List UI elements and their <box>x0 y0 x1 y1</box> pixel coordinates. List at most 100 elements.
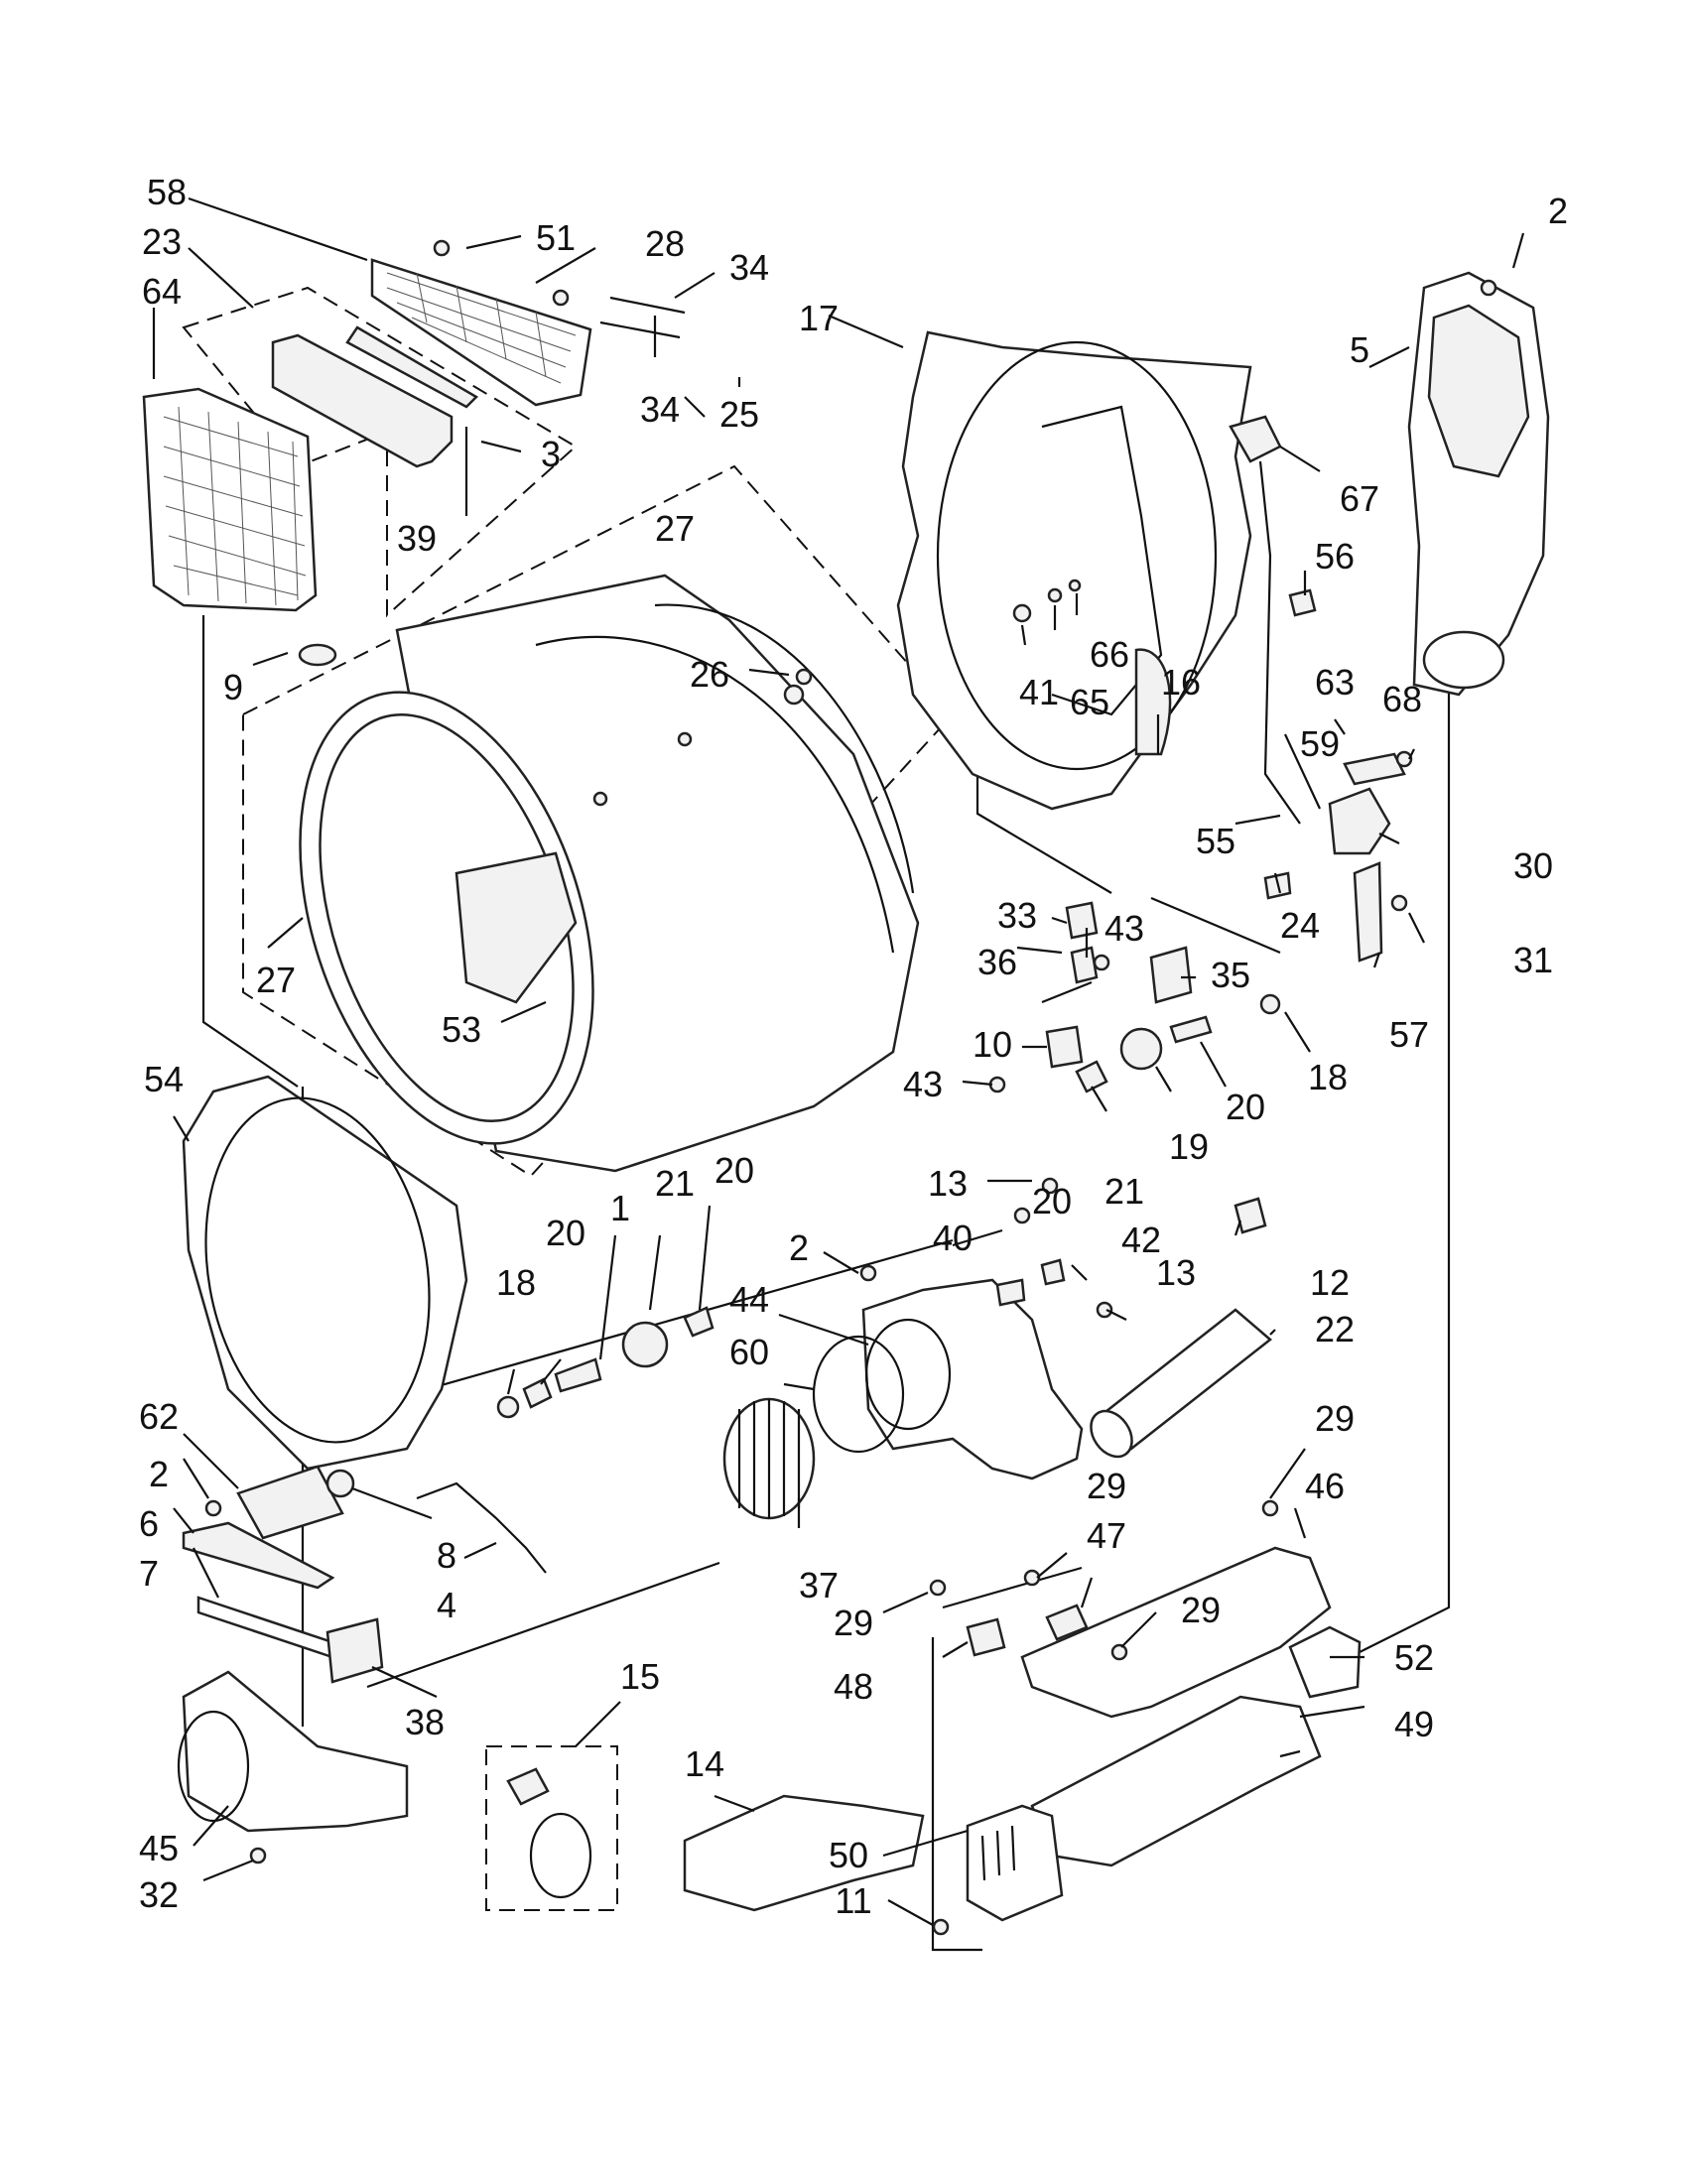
callout-4: 4 <box>437 1585 456 1625</box>
exhaust-duct-part <box>1090 1308 1272 1459</box>
bracket-part <box>182 1521 335 1590</box>
callout-43-bottom: 43 <box>903 1064 943 1104</box>
callout-12: 12 <box>1310 1262 1350 1303</box>
callout-labels: 58 23 64 51 28 34 34 3 39 25 27 9 26 27 … <box>139 172 1568 1921</box>
rear-bulkhead-part <box>896 330 1252 811</box>
screw-part <box>932 1918 950 1936</box>
callout-24: 24 <box>1280 905 1320 946</box>
callout-48: 48 <box>834 1666 873 1707</box>
shaft-part <box>554 1357 602 1393</box>
drum-part <box>299 574 920 1173</box>
callout-17: 17 <box>799 298 839 338</box>
lint-duct-cover-part <box>271 325 479 468</box>
callout-44: 44 <box>729 1279 769 1320</box>
callout-32: 32 <box>139 1874 179 1915</box>
callout-55: 55 <box>1196 821 1235 861</box>
callout-18-left: 18 <box>496 1262 536 1303</box>
callout-39: 39 <box>397 518 437 559</box>
roller-part <box>621 1321 669 1368</box>
callout-54: 54 <box>144 1059 184 1099</box>
callout-14: 14 <box>685 1743 724 1784</box>
screw-part <box>795 668 813 686</box>
screw-part <box>1110 1643 1128 1661</box>
callout-49: 49 <box>1394 1704 1434 1744</box>
callout-29-middle: 29 <box>1087 1466 1126 1506</box>
callout-66: 66 <box>1090 634 1129 675</box>
callout-10: 10 <box>973 1024 1012 1065</box>
callout-21-right: 21 <box>1104 1171 1144 1212</box>
callout-68: 68 <box>1382 679 1422 719</box>
clip-part <box>1234 1197 1267 1234</box>
callout-8: 8 <box>437 1535 456 1576</box>
callout-13-middle: 13 <box>1156 1252 1196 1293</box>
blower-housing-part <box>861 1278 1084 1480</box>
screw-part <box>1012 603 1032 623</box>
washer-part <box>1068 578 1082 592</box>
callout-37: 37 <box>799 1565 839 1606</box>
grommet-part <box>298 643 337 667</box>
screw-part <box>1395 750 1413 768</box>
callout-22: 22 <box>1315 1309 1355 1349</box>
screw-part <box>1390 894 1408 912</box>
plate-part <box>1045 1025 1084 1069</box>
screw-part <box>1480 279 1497 297</box>
callout-33: 33 <box>997 895 1037 936</box>
screw-part <box>249 1847 267 1864</box>
callout-2-middle: 2 <box>789 1227 809 1268</box>
switch-part <box>1065 901 1099 940</box>
callout-23: 23 <box>142 221 182 262</box>
callout-35: 35 <box>1211 955 1250 995</box>
callout-29-left: 29 <box>834 1603 873 1643</box>
callout-57: 57 <box>1389 1014 1429 1055</box>
screw-part <box>433 239 451 257</box>
heater-housing-part <box>1020 1546 1332 1719</box>
callout-28: 28 <box>645 223 685 264</box>
screw-part <box>1013 1207 1031 1224</box>
callout-2-top-right: 2 <box>1548 191 1568 231</box>
burner-assembly-part <box>683 1794 925 1912</box>
callout-62: 62 <box>139 1396 179 1437</box>
door-switch-part <box>1149 946 1193 1004</box>
callout-51: 51 <box>536 217 576 258</box>
callout-9: 9 <box>223 667 243 707</box>
screw-part <box>988 1076 1006 1093</box>
callout-58: 58 <box>147 172 187 212</box>
callout-40: 40 <box>933 1218 973 1258</box>
callout-36: 36 <box>977 942 1017 982</box>
callout-21-left: 21 <box>655 1163 695 1204</box>
gas-valve-kit-part <box>506 1767 592 1899</box>
panel-part <box>236 1465 344 1540</box>
callout-45: 45 <box>139 1828 179 1868</box>
callout-29-right: 29 <box>1181 1590 1221 1630</box>
callout-46: 46 <box>1305 1466 1345 1506</box>
water-valve-part <box>1328 787 1391 855</box>
washer-part <box>1047 587 1063 603</box>
screw-part <box>204 1499 222 1517</box>
retainer-part <box>683 1306 714 1338</box>
heater-box-part <box>1030 1695 1322 1867</box>
blower-seal-part <box>812 1335 905 1454</box>
callout-41: 41 <box>1019 672 1059 712</box>
bracket-part <box>1343 752 1406 786</box>
callout-29-top-right: 29 <box>1315 1398 1355 1439</box>
trim-strip-part <box>196 1596 334 1659</box>
lint-screen-part <box>370 258 592 407</box>
callout-5: 5 <box>1350 329 1369 370</box>
shaft-part <box>1169 1015 1213 1044</box>
callout-56: 56 <box>1315 536 1355 577</box>
callout-13-top: 13 <box>928 1163 968 1204</box>
callout-20-right-bottom: 20 <box>1032 1181 1072 1221</box>
callout-65: 65 <box>1070 682 1109 722</box>
wire-harness-part <box>416 1481 547 1574</box>
callout-7: 7 <box>139 1553 159 1594</box>
callout-53: 53 <box>442 1009 481 1050</box>
screw-part <box>1093 954 1110 971</box>
thermostat-part <box>995 1278 1026 1307</box>
valve-part <box>1288 588 1317 617</box>
callout-1: 1 <box>610 1188 630 1228</box>
callout-30: 30 <box>1513 845 1553 886</box>
duct-end-part <box>1288 1625 1362 1699</box>
callout-31: 31 <box>1513 940 1553 980</box>
gas-valve-kit-outline <box>485 1745 618 1911</box>
screw-part <box>1096 1301 1113 1319</box>
